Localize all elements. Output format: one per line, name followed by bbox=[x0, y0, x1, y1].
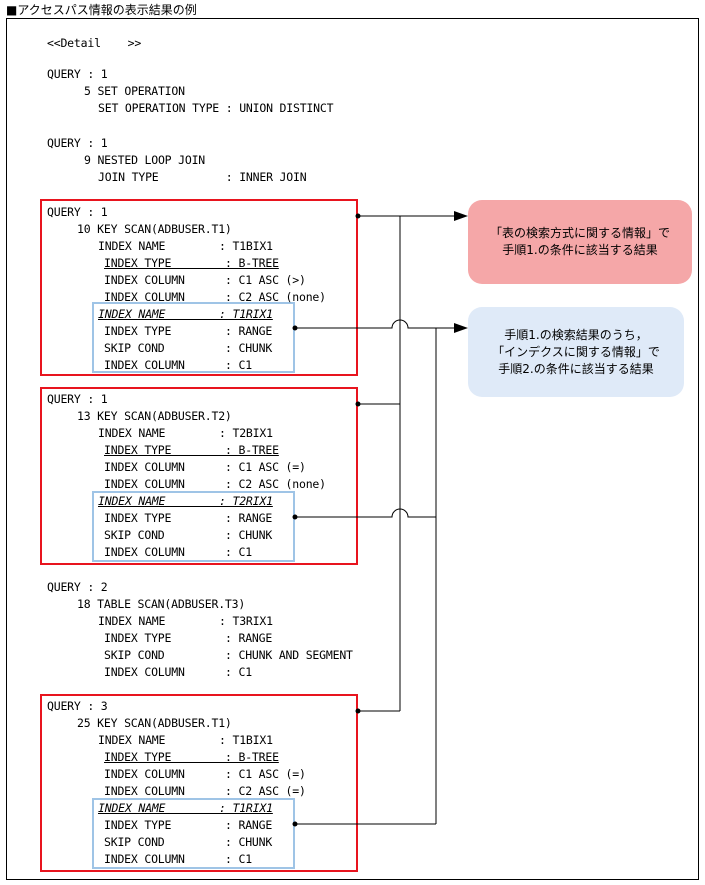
index-column-line: INDEX COLUMN : C1 bbox=[104, 545, 252, 559]
index-column-line: INDEX COLUMN : C1 bbox=[104, 852, 252, 866]
skip-cond-line: SKIP COND : CHUNK bbox=[104, 341, 273, 355]
index-type-line: INDEX TYPE : B-TREE bbox=[104, 750, 279, 764]
index-name-line: INDEX NAME : T1BIX1 bbox=[98, 239, 273, 253]
table-scan-line: 18 TABLE SCAN(ADBUSER.T3) bbox=[77, 597, 246, 611]
index-type-line: INDEX TYPE : B-TREE bbox=[104, 256, 279, 270]
skip-cond-line: SKIP COND : CHUNK bbox=[104, 528, 273, 542]
callout-line: 手順2.の条件に該当する結果 bbox=[498, 361, 654, 376]
index-name-line: INDEX NAME : T1RIX1 bbox=[98, 801, 273, 815]
query-label: QUERY : 1 bbox=[47, 205, 108, 219]
key-scan-line: 13 KEY SCAN(ADBUSER.T2) bbox=[77, 409, 232, 423]
set-operation-type-line: SET OPERATION TYPE : UNION DISTINCT bbox=[98, 101, 334, 115]
callout-line: 手順1.の検索結果のうち， bbox=[504, 327, 648, 342]
index-name-line: INDEX NAME : T1BIX1 bbox=[98, 733, 273, 747]
index-name-line: INDEX NAME : T3RIX1 bbox=[98, 614, 273, 628]
table-search-callout: 「表の検索方式に関する情報」で 手順1.の条件に該当する結果 bbox=[468, 200, 692, 284]
set-operation-line: 5 SET OPERATION bbox=[84, 84, 185, 98]
join-type-line: JOIN TYPE : INNER JOIN bbox=[98, 170, 307, 184]
query-label: QUERY : 1 bbox=[47, 136, 108, 150]
skip-cond-line: SKIP COND : CHUNK AND SEGMENT bbox=[104, 648, 353, 662]
callout-line: 手順1.の条件に該当する結果 bbox=[502, 243, 658, 257]
nested-loop-join-line: 9 NESTED LOOP JOIN bbox=[84, 153, 206, 167]
index-name-line: INDEX NAME : T2RIX1 bbox=[98, 494, 273, 508]
index-column-line: INDEX COLUMN : C1 bbox=[104, 358, 252, 372]
key-scan-block-2-highlight bbox=[40, 387, 358, 565]
index-block-3-highlight bbox=[92, 798, 295, 869]
index-callout: 手順1.の検索結果のうち， 「インデクスに関する情報」で 手順2.の条件に該当す… bbox=[468, 307, 684, 397]
key-scan-line: 10 KEY SCAN(ADBUSER.T1) bbox=[77, 222, 232, 236]
index-name-line: INDEX NAME : T2BIX1 bbox=[98, 426, 273, 440]
index-type-line: INDEX TYPE : RANGE bbox=[104, 818, 273, 832]
index-type-line: INDEX TYPE : RANGE bbox=[104, 511, 273, 525]
output-frame bbox=[6, 18, 699, 880]
skip-cond-line: SKIP COND : CHUNK bbox=[104, 835, 273, 849]
index-block-2-highlight bbox=[92, 491, 295, 562]
callout-line: 「表の検索方式に関する情報」で bbox=[489, 226, 670, 240]
callout-line: 「インデクスに関する情報」で bbox=[492, 344, 660, 359]
key-scan-block-1-highlight bbox=[40, 199, 358, 376]
query-label: QUERY : 1 bbox=[47, 392, 108, 406]
index-name-line: INDEX NAME : T1RIX1 bbox=[98, 307, 273, 321]
key-scan-line: 25 KEY SCAN(ADBUSER.T1) bbox=[77, 716, 232, 730]
key-scan-block-3-highlight bbox=[40, 694, 358, 872]
query-label: QUERY : 2 bbox=[47, 580, 108, 594]
index-type-line: INDEX TYPE : RANGE bbox=[104, 324, 273, 338]
query-label: QUERY : 3 bbox=[47, 699, 108, 713]
index-column-line: INDEX COLUMN : C1 ASC (>) bbox=[104, 273, 306, 287]
index-type-line: INDEX TYPE : B-TREE bbox=[104, 443, 279, 457]
index-column-line: INDEX COLUMN : C2 ASC (none) bbox=[104, 290, 326, 304]
query-label: QUERY : 1 bbox=[47, 67, 108, 81]
index-block-1-highlight bbox=[92, 302, 295, 373]
index-column-line: INDEX COLUMN : C2 ASC (none) bbox=[104, 477, 326, 491]
index-column-line: INDEX COLUMN : C1 ASC (=) bbox=[104, 767, 306, 781]
index-type-line: INDEX TYPE : RANGE bbox=[104, 631, 273, 645]
index-column-line: INDEX COLUMN : C2 ASC (=) bbox=[104, 784, 306, 798]
index-column-line: INDEX COLUMN : C1 ASC (=) bbox=[104, 460, 306, 474]
index-column-line: INDEX COLUMN : C1 bbox=[104, 665, 252, 679]
detail-header: <<Detail >> bbox=[47, 36, 142, 50]
figure-heading: ■アクセスパス情報の表示結果の例 bbox=[6, 3, 197, 17]
